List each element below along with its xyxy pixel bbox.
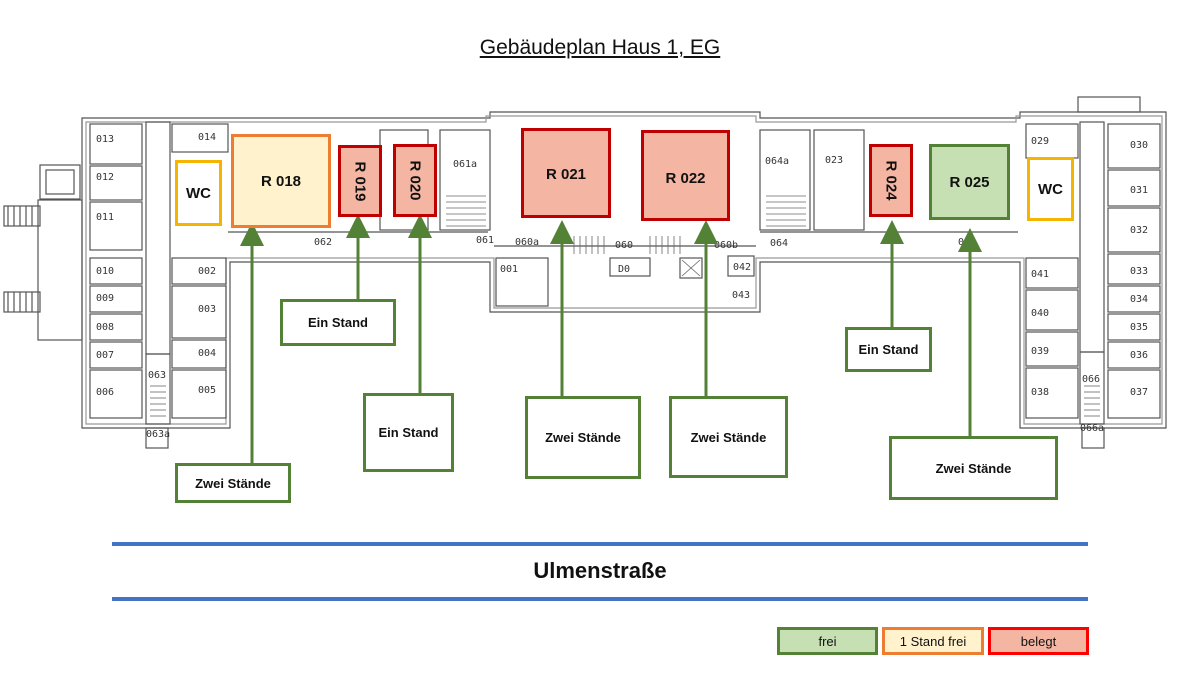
room-r019: R 019	[338, 145, 382, 217]
room-number: 011	[96, 212, 114, 223]
room-number: 060	[615, 240, 633, 251]
plan-title: Gebäudeplan Haus 1, EG	[479, 36, 721, 59]
callout-r019: Ein Stand	[280, 299, 396, 346]
room-label: R 024	[882, 160, 900, 201]
room-number: 004	[198, 348, 216, 359]
callout-r024: Ein Stand	[845, 327, 932, 372]
room-number: 063	[148, 370, 166, 381]
room-number: 064	[770, 238, 788, 249]
room-number: 034	[1130, 294, 1148, 305]
callout-r021: Zwei Stände	[525, 396, 641, 479]
room-label: WC	[1038, 180, 1063, 198]
room-number: 031	[1130, 185, 1148, 196]
room-number: 009	[96, 293, 114, 304]
callout-r025: Zwei Stände	[889, 436, 1058, 500]
room-number: 007	[96, 350, 114, 361]
street-line-top	[112, 542, 1088, 546]
room-number: 065	[958, 237, 976, 248]
room-number: 030	[1130, 140, 1148, 151]
room-r025: R 025	[929, 144, 1010, 220]
room-number: 014	[198, 132, 216, 143]
room-number: 038	[1031, 387, 1049, 398]
room-label: R 022	[665, 170, 706, 187]
legend-one-stand-free: 1 Stand frei	[882, 627, 984, 655]
room-number: 006	[96, 387, 114, 398]
room-number: 033	[1130, 266, 1148, 277]
room-number: 005	[198, 385, 216, 396]
room-number: 003	[198, 304, 216, 315]
room-r020: R 020	[393, 144, 437, 217]
room-number: 029	[1031, 136, 1049, 147]
room-label: R 018	[260, 172, 302, 190]
room-number: 066a	[1080, 423, 1104, 434]
room-r021: R 021	[521, 128, 611, 218]
callout-r022: Zwei Stände	[669, 396, 788, 478]
room-number: 039	[1031, 346, 1049, 357]
room-number: 061a	[453, 159, 477, 170]
street-name: Ulmenstraße	[533, 558, 667, 583]
room-number: 001	[500, 264, 518, 275]
room-number: 013	[96, 134, 114, 145]
room-r022: R 022	[641, 130, 730, 221]
room-number: 035	[1130, 322, 1148, 333]
room-number: 060a	[515, 237, 539, 248]
room-number: 061	[476, 235, 494, 246]
room-number: 002	[198, 266, 216, 277]
room-label: R 020	[406, 160, 424, 201]
room-label: R 019	[351, 160, 369, 202]
room-number: 064a	[765, 156, 789, 167]
room-number: 012	[96, 172, 114, 183]
room-label: R 025	[949, 173, 990, 191]
legend-belegt: belegt	[988, 627, 1089, 655]
room-number: 060b	[714, 240, 738, 251]
room-number: 043	[732, 290, 750, 301]
room-number: 036	[1130, 350, 1148, 361]
room-number: 042	[733, 262, 751, 273]
legend-frei: frei	[777, 627, 878, 655]
room-number: 062	[314, 237, 332, 248]
room-number: 008	[96, 322, 114, 333]
room-r018: R 018	[231, 134, 331, 228]
room-number: 010	[96, 266, 114, 277]
street-line-bottom	[112, 597, 1088, 601]
callout-r020: Ein Stand	[363, 393, 454, 472]
room-number: 032	[1130, 225, 1148, 236]
room-number: 040	[1031, 308, 1049, 319]
room-number: 037	[1130, 387, 1148, 398]
room-label: R 021	[545, 166, 587, 183]
room-number: 066	[1082, 374, 1100, 385]
room-number: D0	[618, 264, 630, 275]
room-wc-right: WC	[1027, 157, 1074, 221]
room-number: 023	[825, 155, 843, 166]
room-label: WC	[186, 184, 211, 202]
room-r024: R 024	[869, 144, 913, 217]
callout-r018: Zwei Stände	[175, 463, 291, 503]
room-number: 063a	[146, 429, 170, 440]
room-wc-left: WC	[175, 160, 222, 226]
room-number: 041	[1031, 269, 1049, 280]
